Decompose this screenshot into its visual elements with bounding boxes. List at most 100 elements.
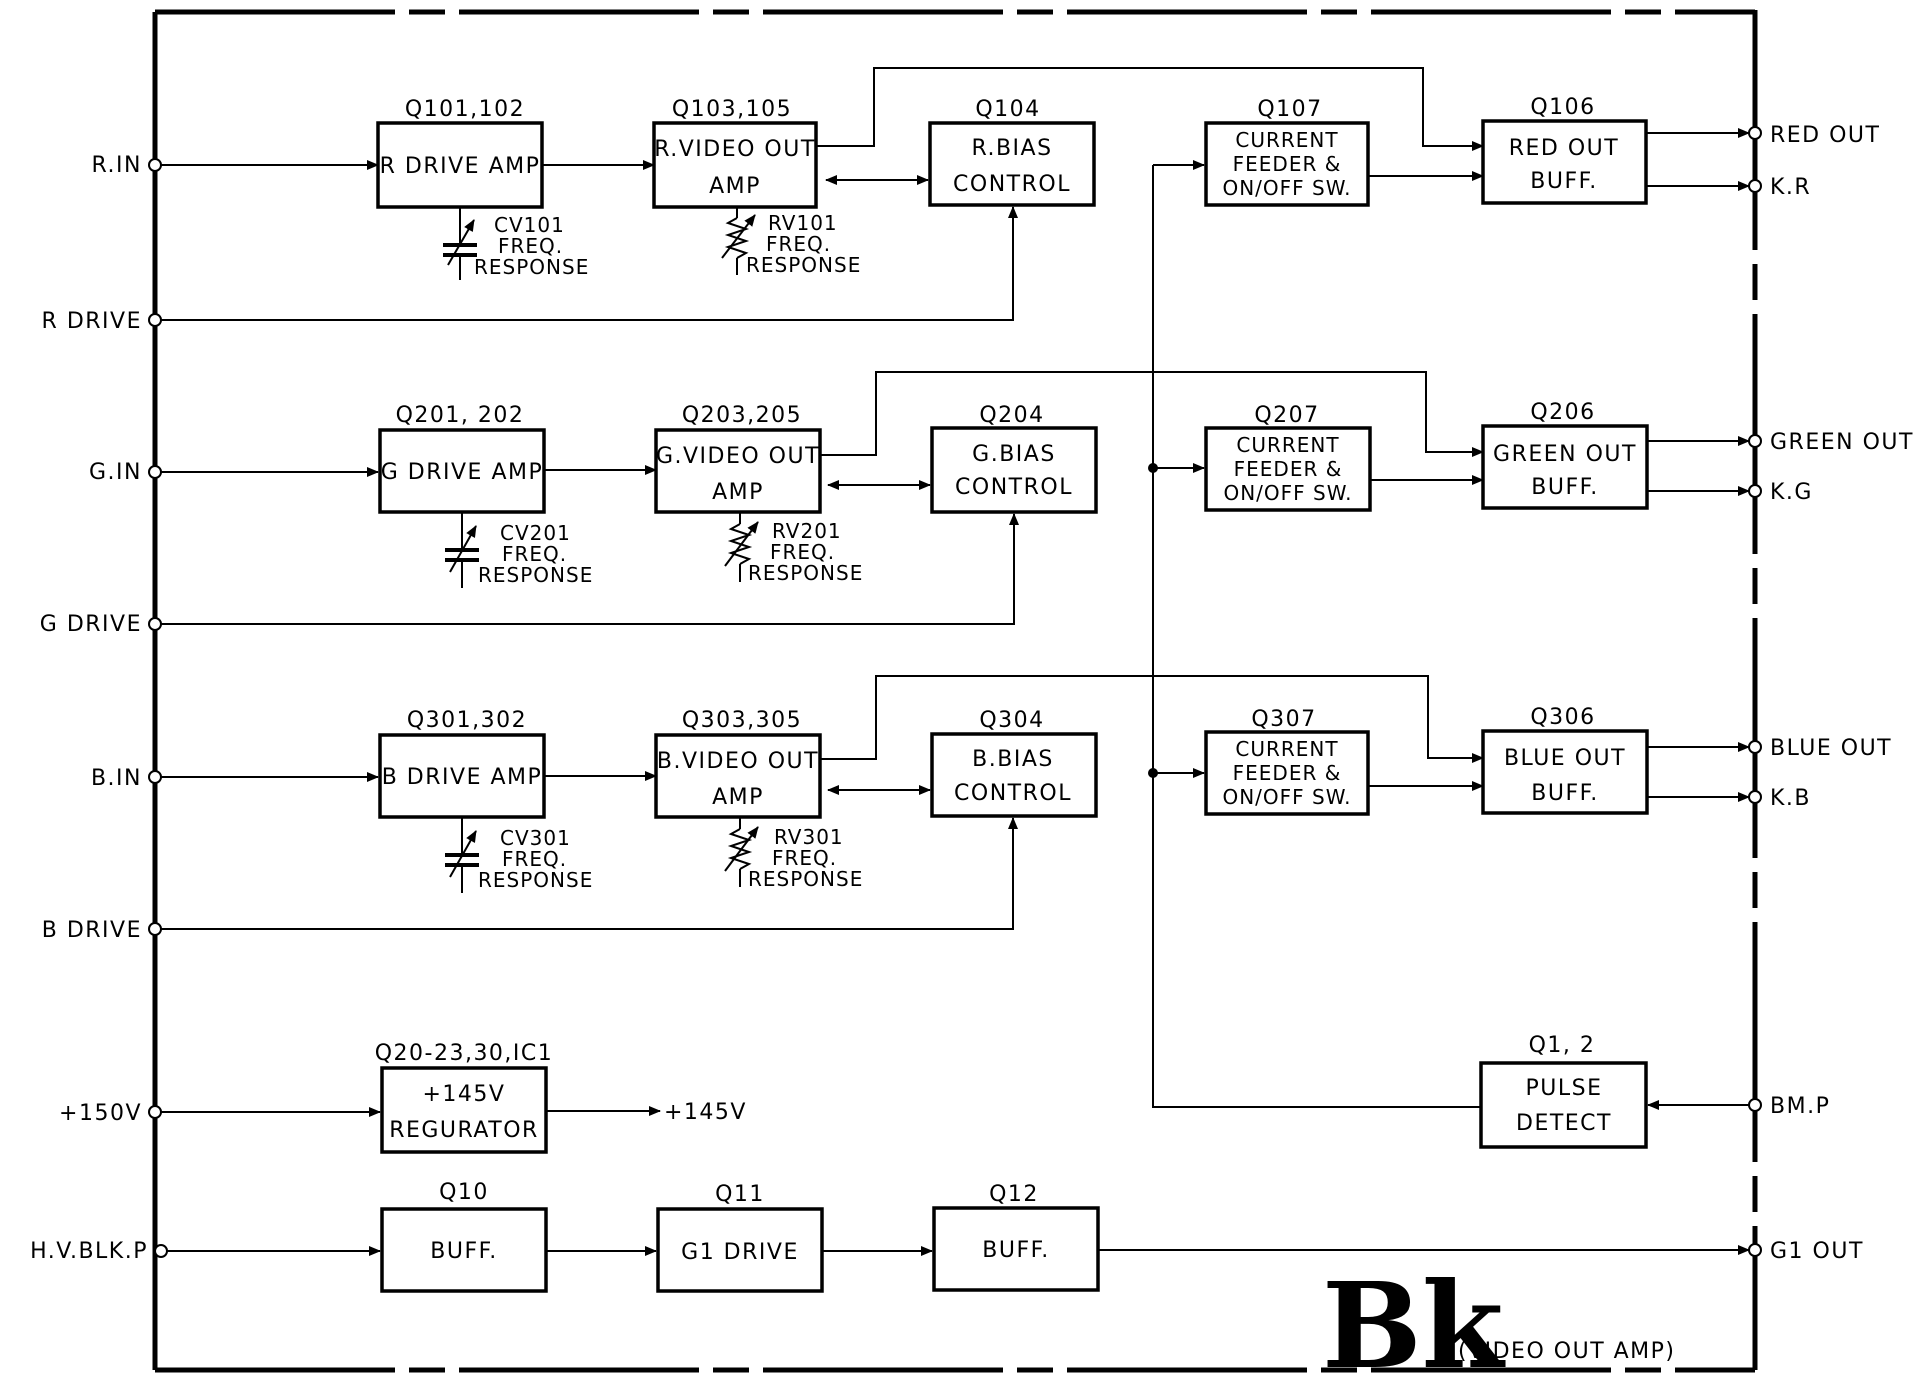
blue-out-buff-l2: BUFF.: [1531, 781, 1598, 806]
regulator-l2: REGURATOR: [389, 1118, 539, 1143]
junction-dot: [1148, 768, 1158, 778]
cv301-response: RESPONSE: [478, 868, 593, 892]
g-drive-amp-label: G DRIVE AMP: [381, 460, 544, 485]
r-feeder-l1: CURRENT: [1235, 128, 1338, 152]
buff-q12-block: [932, 1206, 1100, 1292]
b-drive-amp-block: [378, 733, 546, 819]
red-out-buff-l2: BUFF.: [1530, 169, 1597, 194]
rv101-freq: FREQ.: [766, 232, 831, 256]
g-feeder-l1: CURRENT: [1236, 433, 1339, 457]
r-video-out-amp-block: [652, 121, 818, 209]
b-drive-label: B DRIVE: [42, 918, 142, 943]
green-out-buff-block: [1481, 424, 1649, 510]
rv301-resistor-icon: [724, 817, 759, 887]
board-name: (VIDEO OUT AMP): [1458, 1339, 1676, 1364]
rv201-response: RESPONSE: [748, 561, 863, 585]
blue-out-buff-block: [1481, 729, 1649, 815]
green-channel: G.IN Q201, 202 G DRIVE AMP CV201 FREQ. R…: [40, 371, 1914, 637]
cv201-name: CV201: [500, 521, 571, 545]
g1-drive-block: [656, 1207, 824, 1293]
regulator-section: +150V Q20-23,30,IC1 +145V REGURATOR +145…: [59, 1041, 747, 1154]
rv301-response: RESPONSE: [748, 867, 863, 891]
rv101-name: RV101: [768, 211, 838, 235]
r-bias-control-block: [928, 121, 1096, 207]
b-feeder-l3: ON/OFF SW.: [1222, 785, 1351, 809]
b-bias-control-block: [930, 732, 1098, 818]
g-in-label: G.IN: [89, 460, 142, 485]
g-bias-label: G.BIAS: [972, 442, 1056, 467]
q11-ref: Q11: [715, 1182, 765, 1207]
q207-ref: Q207: [1254, 403, 1319, 428]
r-drive-amp-label: R DRIVE AMP: [380, 154, 541, 179]
q307-ref: Q307: [1251, 707, 1316, 732]
g1-drive-label: G1 DRIVE: [681, 1240, 799, 1265]
r-control-label: CONTROL: [953, 172, 1071, 197]
g-current-feeder-block: [1204, 426, 1372, 512]
q103-ref: Q103,105: [672, 97, 792, 122]
green-out-label: GREEN OUT: [1770, 430, 1914, 455]
cv301-capacitor-icon: [445, 817, 479, 893]
green-out-buff-l2: BUFF.: [1531, 475, 1598, 500]
g-drive-amp-block: [378, 428, 546, 514]
rv101-resistor-icon: [721, 207, 756, 275]
b-in-terminal: [148, 770, 162, 784]
g-bias-control-block: [930, 426, 1098, 514]
q304-ref: Q304: [979, 708, 1044, 733]
red-out-buff-block: [1481, 119, 1648, 205]
r-video-amp-label: AMP: [709, 174, 761, 199]
kr-label: K.R: [1770, 175, 1811, 200]
cv101-name: CV101: [494, 213, 565, 237]
g-video-out-amp-block: [654, 428, 822, 514]
r-video-out-label: R.VIDEO OUT: [654, 137, 816, 162]
q206-ref: Q206: [1530, 400, 1595, 425]
green-out-buff-l1: GREEN OUT: [1493, 442, 1637, 467]
board-badge: Bk (VIDEO OUT AMP): [1322, 1256, 1676, 1373]
r-in-label: R.IN: [92, 153, 142, 178]
r-feeder-l2: FEEDER &: [1233, 152, 1342, 176]
g-drive-label: G DRIVE: [40, 612, 142, 637]
blue-out-buff-l1: BLUE OUT: [1504, 746, 1626, 771]
b-video-out-label: B.VIDEO OUT: [657, 749, 819, 774]
b-video-out-amp-block: [654, 733, 822, 819]
b-video-amp-label: AMP: [712, 785, 764, 810]
rv101-response: RESPONSE: [746, 253, 861, 277]
b-bias-label: B.BIAS: [972, 747, 1054, 772]
v145-out-label: +145V: [664, 1100, 747, 1125]
blue-out-terminal: [1748, 740, 1762, 754]
q10-ref: Q10: [439, 1180, 489, 1205]
q201-ref: Q201, 202: [396, 403, 525, 428]
b-in-label: B.IN: [91, 766, 142, 791]
q107-ref: Q107: [1257, 97, 1322, 122]
board-frame: [152, 9, 1758, 1373]
regulator-l1: +145V: [423, 1082, 506, 1107]
r-drive-terminal: [148, 313, 162, 327]
b-feeder-l2: FEEDER &: [1233, 761, 1342, 785]
b-feeder-l1: CURRENT: [1235, 737, 1338, 761]
rv301-freq: FREQ.: [772, 846, 837, 870]
detect-label: DETECT: [1516, 1111, 1612, 1136]
hv-blk-terminal: [154, 1244, 168, 1258]
q104-ref: Q104: [975, 97, 1040, 122]
b-drive-terminal: [148, 922, 162, 936]
kg-label: K.G: [1770, 480, 1813, 505]
cv301-freq: FREQ.: [502, 847, 567, 871]
bmp-label: BM.P: [1770, 1094, 1830, 1119]
r-drive-label: R DRIVE: [42, 309, 142, 334]
buff-q10-label: BUFF.: [430, 1239, 497, 1264]
v150-terminal: [148, 1105, 162, 1119]
board-id-bk: Bk: [1322, 1256, 1506, 1373]
kb-label: K.B: [1770, 786, 1811, 811]
g-drive-terminal: [148, 617, 162, 631]
r-feeder-l3: ON/OFF SW.: [1222, 176, 1351, 200]
rv201-name: RV201: [772, 519, 842, 543]
q306-ref: Q306: [1530, 705, 1595, 730]
r-current-feeder-block: [1204, 121, 1370, 207]
cv101-response: RESPONSE: [474, 255, 589, 279]
red-out-buff-l1: RED OUT: [1509, 136, 1619, 161]
cv101-freq: FREQ.: [498, 234, 563, 258]
q106-ref: Q106: [1530, 95, 1595, 120]
blue-channel: B.IN Q301,302 B DRIVE AMP CV301 FREQ. RE…: [42, 675, 1891, 943]
q301-ref: Q301,302: [407, 708, 527, 733]
green-out-terminal: [1748, 434, 1762, 448]
